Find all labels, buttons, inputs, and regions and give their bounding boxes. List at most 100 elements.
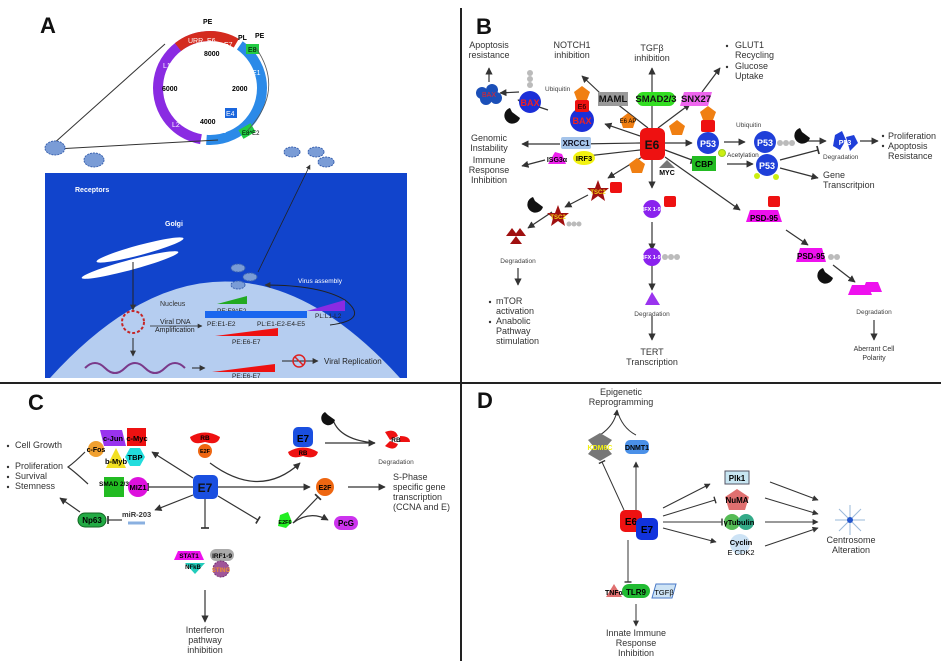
c-rb-degraded-label: RB <box>391 437 401 444</box>
late-region-arc <box>153 31 267 145</box>
b-bax-degraded-label: BAX <box>482 92 496 99</box>
b-e6-on-psd95 <box>768 196 780 207</box>
b-acetyl-dot-2 <box>754 173 760 179</box>
receptors-label: Receptors <box>75 187 109 194</box>
seg-l2: L2 <box>172 122 180 129</box>
b-mtor-4: Pathway <box>496 326 531 336</box>
c-cfos-node <box>88 441 104 457</box>
b-e6-on-bax-label: E6 <box>578 104 587 111</box>
c-bmyb-label: b-Myb <box>105 457 127 466</box>
d-innate-3: Inhibition <box>618 648 654 658</box>
c-bmyb-node <box>106 448 126 468</box>
c-miz1-label: MIZ1 <box>129 483 146 492</box>
integrated-dna <box>84 362 186 374</box>
b-cbp-label: CBP <box>695 159 713 169</box>
coord-2000: 2000 <box>232 86 248 93</box>
splice-arc <box>247 47 270 131</box>
b-ubiquitin-1: Ubiquitin <box>545 86 571 93</box>
l1l2-label: PL:L1-L2 <box>315 313 342 320</box>
b-p53-bound-node <box>697 132 719 154</box>
c-rb-label: RB <box>200 435 210 442</box>
b-acetyl-dot <box>718 149 726 157</box>
c-e7-label: E7 <box>198 481 213 495</box>
bullet <box>6 475 10 479</box>
b-gene-2: Transcritpion <box>823 180 875 190</box>
b-glut-3: Glucose <box>735 61 768 71</box>
d-tubulin-node-1 <box>724 514 740 530</box>
d-kdm-node <box>588 433 612 461</box>
c-e2f6-node <box>278 512 292 528</box>
c-e2f-bound-node <box>198 444 212 458</box>
promoter-pe-1: PE <box>203 19 213 26</box>
c-rb-bound-label: RB <box>299 451 308 457</box>
d-dnmt-label: DNMT1 <box>625 445 649 452</box>
bullet <box>881 134 885 138</box>
c-cmyc-node <box>127 428 146 446</box>
b-bax-degraded <box>476 84 502 105</box>
b-proteasome-26s-1 <box>504 108 520 124</box>
d-numa-node <box>725 489 749 510</box>
e6-edges <box>485 67 879 341</box>
c-edges <box>59 419 386 623</box>
early-region-arc <box>153 31 267 145</box>
bullet <box>6 444 10 448</box>
b-myc-label: MYC <box>659 170 675 177</box>
b-ubiquitin-chain-psd95 <box>828 254 840 260</box>
seg-e2: E2 <box>244 103 253 110</box>
c-e2f-node <box>316 478 334 496</box>
b-p53-bound-label: P53 <box>700 139 716 149</box>
b-e6ap-label-1: E6 AP <box>620 119 637 125</box>
d-innate-2: Response <box>616 638 657 648</box>
c-mir-label: miR-203 <box>122 510 151 519</box>
e1e5-label: PL:E1-E2-E4-E5 <box>257 321 305 328</box>
b-nfx-node <box>643 200 661 218</box>
b-psd95-ubi-node <box>796 248 826 262</box>
nucleus <box>50 281 400 378</box>
panel-b: B <box>468 14 936 367</box>
b-cbp-node <box>692 156 716 171</box>
seg-e7: E7 <box>224 42 233 49</box>
b-immune-1: Immune <box>473 155 506 165</box>
b-bax-bound-label: BAX <box>572 116 591 126</box>
d-epi-2: Reprogramming <box>589 397 654 407</box>
e8-segment <box>246 44 259 54</box>
d-tgfb-label: TGFβ <box>654 588 674 597</box>
bullet <box>6 485 10 489</box>
b-p53-acetyl-node <box>756 154 778 176</box>
c-ifn-1: Interferon <box>186 625 225 635</box>
b-p53-acetyl-label: P53 <box>759 161 775 171</box>
d-centro-2: Alteration <box>832 545 870 555</box>
b-mtor-1: mTOR <box>496 296 523 306</box>
bullet <box>725 65 729 69</box>
viral-dna-label-1: Viral DNA <box>160 319 191 326</box>
b-isg-label: ISG3α <box>547 157 568 164</box>
egress-arrow <box>257 164 311 273</box>
b-degradation-psd95: Degradation <box>856 309 892 316</box>
promoter-pe-2: PE <box>255 33 265 40</box>
b-genomic-2: Instability <box>470 143 508 153</box>
c-tbp-label: TBP <box>128 453 143 462</box>
b-apoptosis-1: Apoptosis <box>469 40 509 50</box>
b-psd95-bound-node <box>746 210 782 222</box>
virions-nucleus <box>230 263 258 290</box>
b-e6ap-group <box>620 113 685 173</box>
b-snx27-label: SNX27 <box>681 94 711 105</box>
d-e6-label: E6 <box>625 517 638 528</box>
c-outcome-2: Proliferation <box>15 461 63 471</box>
b-p53-ubi-node <box>754 131 776 153</box>
b-nfx-ubi-node <box>643 248 661 266</box>
b-psd95-ubi-label: PSD-95 <box>797 252 826 261</box>
b-isg-node <box>548 152 566 164</box>
b-ubiquitin-chain-tsc2 <box>566 221 582 227</box>
c-np63-node <box>77 512 107 528</box>
b-irf3-node <box>573 151 595 165</box>
b-ubiquitin-p53: Ubiquitin <box>736 122 762 129</box>
d-centrosome-core <box>847 517 853 523</box>
d-dnmt-node <box>625 440 649 454</box>
panel-a-letter: A <box>40 13 56 38</box>
b-tgfb-1: TGFβ <box>640 43 663 53</box>
c-converge-brace <box>66 451 89 485</box>
c-irf-node <box>210 549 234 561</box>
b-ubiquitin-chain-1 <box>527 70 533 88</box>
b-irf3-label: IRF3 <box>576 154 592 163</box>
